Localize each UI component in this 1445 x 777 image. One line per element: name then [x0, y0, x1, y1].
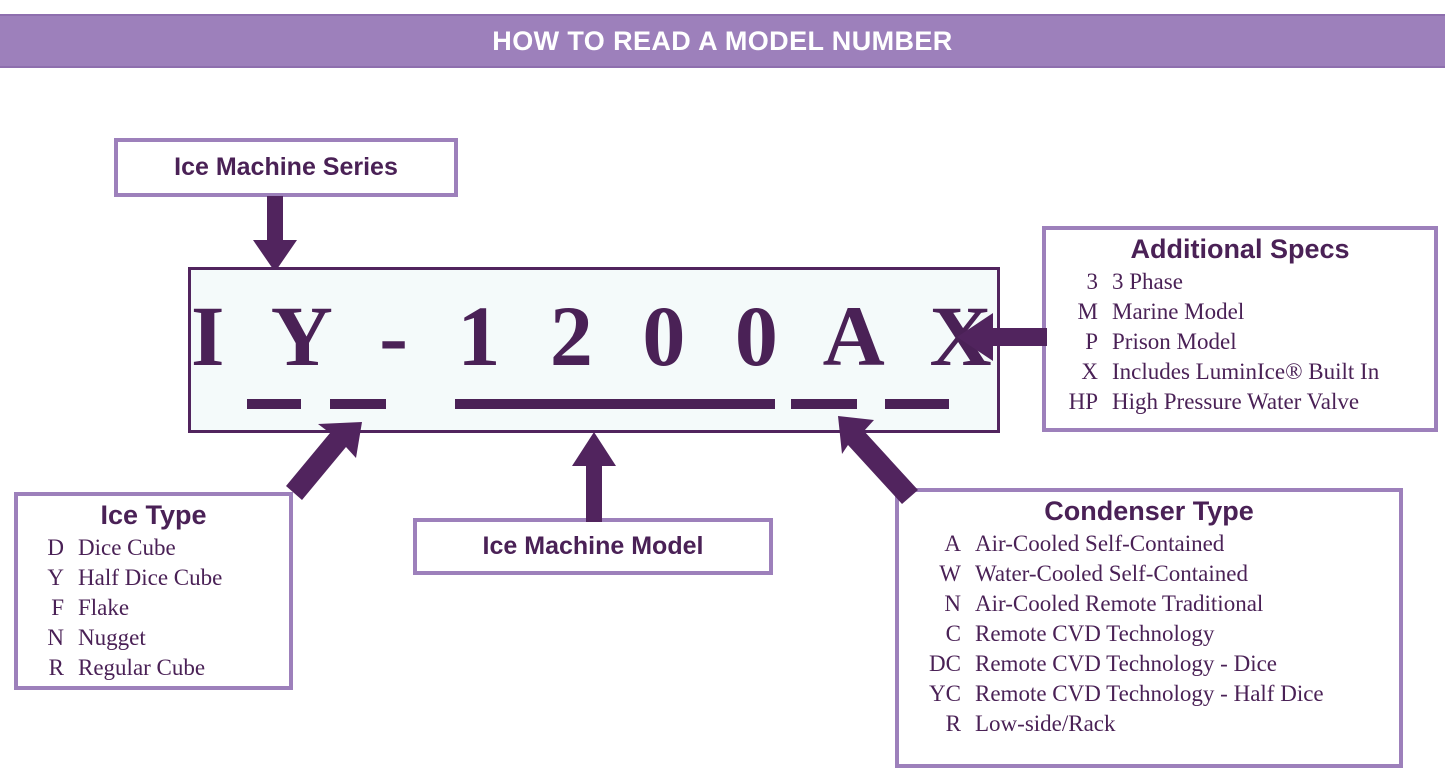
legend-code: R: [48, 655, 64, 680]
legend-description: Remote CVD Technology: [975, 621, 1215, 646]
page-title: HOW TO READ A MODEL NUMBER: [492, 25, 953, 56]
legend-code: YC: [929, 681, 961, 706]
legend-description: Dice Cube: [78, 535, 176, 560]
legend-code: R: [945, 711, 961, 736]
legend-description: Half Dice Cube: [78, 565, 223, 590]
legend-list-additional-specs: 3 3 Phase M Marine Model P Prison Model …: [1046, 267, 1434, 417]
legend-title-additional-specs: Additional Specs: [1130, 234, 1350, 264]
callout-label-series: Ice Machine Series: [174, 153, 398, 181]
list-item: M Marine Model: [1046, 297, 1434, 327]
legend-code: D: [47, 535, 64, 560]
legend-description: High Pressure Water Valve: [1112, 389, 1360, 414]
list-item: A Air-Cooled Self-Contained: [899, 529, 1399, 559]
legend-description: Air-Cooled Self-Contained: [975, 531, 1225, 556]
legend-code: HP: [1068, 389, 1098, 414]
legend-description: Marine Model: [1112, 299, 1245, 324]
legend-list-ice-type: D Dice Cube Y Half Dice Cube F Flake N N…: [18, 533, 289, 683]
legend-code: F: [51, 595, 64, 620]
list-item: F Flake: [18, 593, 289, 623]
underline-segment-model: [455, 399, 775, 409]
model-number-box: I Y - 1 2 0 0 A X: [188, 267, 1000, 433]
legend-additional-specs: Additional Specs 3 3 Phase M Marine Mode…: [1042, 226, 1438, 432]
list-item: 3 3 Phase: [1046, 267, 1434, 297]
legend-code: X: [1081, 359, 1098, 384]
callout-ice-machine-series: Ice Machine Series: [114, 138, 458, 197]
legend-code: A: [944, 531, 961, 556]
list-item: Y Half Dice Cube: [18, 563, 289, 593]
legend-title-condenser-type: Condenser Type: [1044, 496, 1254, 526]
legend-description: 3 Phase: [1112, 269, 1183, 294]
list-item: C Remote CVD Technology: [899, 619, 1399, 649]
legend-description: Prison Model: [1112, 329, 1237, 354]
legend-description: Remote CVD Technology - Dice: [975, 651, 1278, 676]
underline-segment-ice-type: [330, 399, 386, 409]
header-banner: HOW TO READ A MODEL NUMBER: [0, 14, 1445, 68]
legend-description: Low-side/Rack: [975, 711, 1116, 736]
legend-description: Air-Cooled Remote Traditional: [975, 591, 1264, 616]
list-item: R Regular Cube: [18, 653, 289, 683]
list-item: DC Remote CVD Technology - Dice: [899, 649, 1399, 679]
model-number-text: I Y - 1 2 0 0 A X: [191, 288, 1006, 384]
list-item: YC Remote CVD Technology - Half Dice: [899, 679, 1399, 709]
legend-code: DC: [929, 651, 961, 676]
legend-code: N: [47, 625, 64, 650]
underline-segment-condenser: [791, 399, 857, 409]
legend-ice-type: Ice Type D Dice Cube Y Half Dice Cube F …: [14, 492, 293, 690]
list-item: R Low-side/Rack: [899, 709, 1399, 739]
legend-title-ice-type: Ice Type: [100, 500, 207, 530]
list-item: X Includes LuminIce® Built In: [1046, 357, 1434, 387]
list-item: N Nugget: [18, 623, 289, 653]
legend-code: C: [945, 621, 961, 646]
legend-list-condenser-type: A Air-Cooled Self-Contained W Water-Cool…: [899, 529, 1399, 739]
callout-label-model: Ice Machine Model: [482, 532, 704, 560]
legend-description: Includes LuminIce® Built In: [1112, 359, 1380, 384]
legend-description: Nugget: [78, 625, 146, 650]
list-item: HP High Pressure Water Valve: [1046, 387, 1434, 417]
list-item: P Prison Model: [1046, 327, 1434, 357]
legend-description: Water-Cooled Self-Contained: [975, 561, 1248, 586]
legend-description: Regular Cube: [78, 655, 206, 680]
arrow-model-up-icon: [565, 430, 623, 522]
list-item: D Dice Cube: [18, 533, 289, 563]
list-item: N Air-Cooled Remote Traditional: [899, 589, 1399, 619]
legend-code: P: [1085, 329, 1098, 354]
legend-code: 3: [1086, 269, 1099, 294]
legend-condenser-type: Condenser Type A Air-Cooled Self-Contain…: [895, 488, 1403, 768]
underline-segment-series: [247, 399, 301, 409]
legend-code: M: [1077, 299, 1098, 324]
legend-code: N: [944, 591, 961, 616]
legend-code: W: [939, 561, 961, 586]
arrow-ice-type-up-right-icon: [280, 420, 390, 520]
arrow-series-down-icon: [245, 196, 305, 274]
list-item: W Water-Cooled Self-Contained: [899, 559, 1399, 589]
underline-segment-specs: [885, 399, 949, 409]
legend-description: Remote CVD Technology - Half Dice: [975, 681, 1324, 706]
legend-description: Flake: [78, 595, 130, 620]
legend-code: Y: [47, 565, 64, 590]
callout-ice-machine-model: Ice Machine Model: [413, 518, 773, 575]
